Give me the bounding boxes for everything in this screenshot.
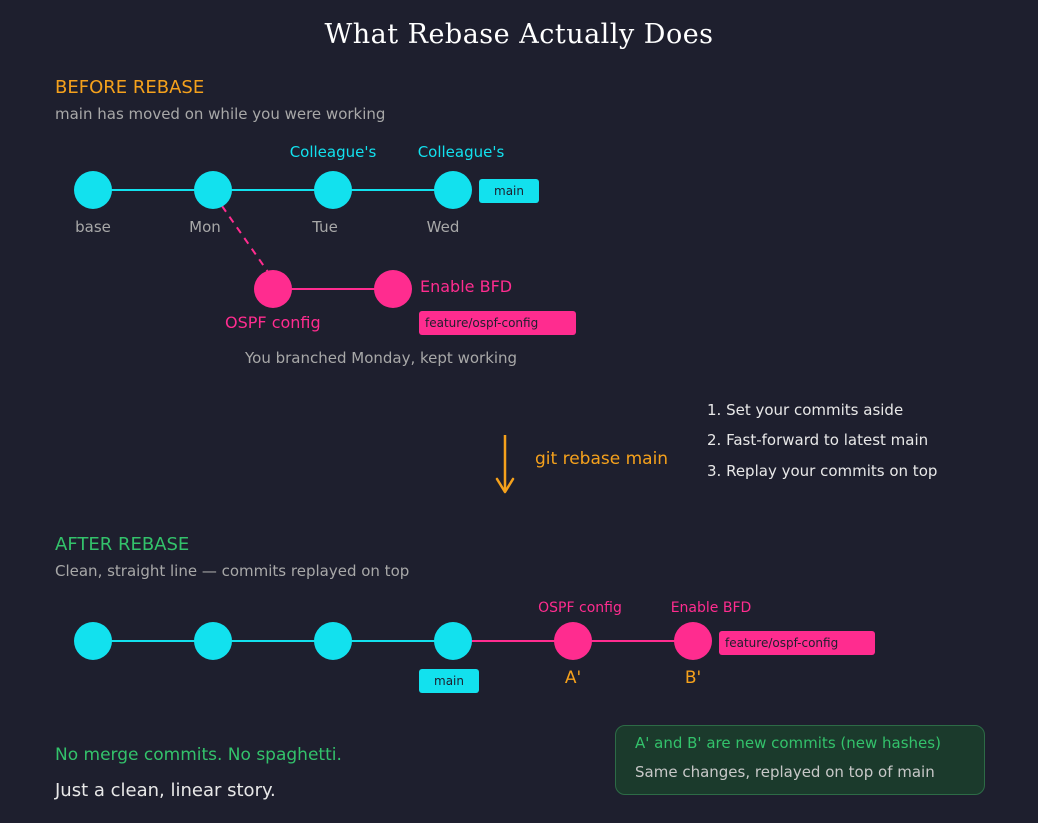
commit-label-wed: Wed [426, 218, 460, 236]
callout-line-2: Same changes, replayed on top of main [635, 763, 935, 781]
before-heading: BEFORE REBASE [55, 77, 205, 98]
after-main-commit [434, 622, 472, 660]
rebase-arrow-head [495, 477, 515, 494]
callout-box [615, 725, 985, 795]
rebase-command: git rebase main [535, 449, 669, 469]
before-main-commit-base [74, 171, 112, 209]
after-main-branch-tag: main [419, 669, 479, 693]
commit-label-tue: Tue [312, 218, 338, 236]
page-title: What Rebase Actually Does [324, 19, 714, 50]
commit-top-label-tue: Colleague's [289, 143, 377, 161]
after-subtitle: Clean, straight line — commits replayed … [55, 562, 410, 580]
commit-label-mon: Mon [189, 218, 221, 236]
footer-line-2: Just a clean, linear story. [55, 780, 276, 801]
after-commit-top-label-b: Enable BFD [670, 600, 752, 616]
before-main-commit-wed [434, 171, 472, 209]
after-feature-branch-tag: feature/ospf-config [719, 631, 875, 655]
after-commit-label-b: B' [684, 668, 702, 688]
feature-commit-label-bfd: Enable BFD [420, 277, 513, 296]
rebase-step-3: 3. Replay your commits on top [707, 462, 938, 480]
before-main-branch-tag: main [479, 179, 539, 203]
after-main-commit [314, 622, 352, 660]
before-branch-edge [221, 205, 269, 273]
after-feature-commit-a [554, 622, 592, 660]
callout-line-1: A' and B' are new commits (new hashes) [635, 734, 941, 752]
before-subtitle: main has moved on while you were working [55, 105, 386, 123]
before-feature-commit-bfd [374, 270, 412, 308]
commit-top-label-wed: Colleague's [417, 143, 505, 161]
before-caption: You branched Monday, kept working [245, 349, 518, 367]
after-heading: AFTER REBASE [55, 534, 190, 555]
after-main-commit [194, 622, 232, 660]
commit-label-base: base [75, 218, 111, 236]
footer-line-1: No merge commits. No spaghetti. [55, 745, 342, 765]
feature-commit-label-ospf: OSPF config [225, 313, 321, 332]
after-commit-top-label-a: OSPF config [538, 600, 622, 616]
before-feature-branch-tag: feature/ospf-config [419, 311, 576, 335]
after-commit-label-a: A' [564, 668, 582, 688]
after-feature-commit-b [674, 622, 712, 660]
before-main-commit-mon [194, 171, 232, 209]
before-feature-commit-ospf [254, 270, 292, 308]
rebase-step-1: 1. Set your commits aside [707, 401, 904, 419]
rebase-step-2: 2. Fast-forward to latest main [707, 431, 929, 449]
before-main-commit-tue [314, 171, 352, 209]
after-main-commit [74, 622, 112, 660]
